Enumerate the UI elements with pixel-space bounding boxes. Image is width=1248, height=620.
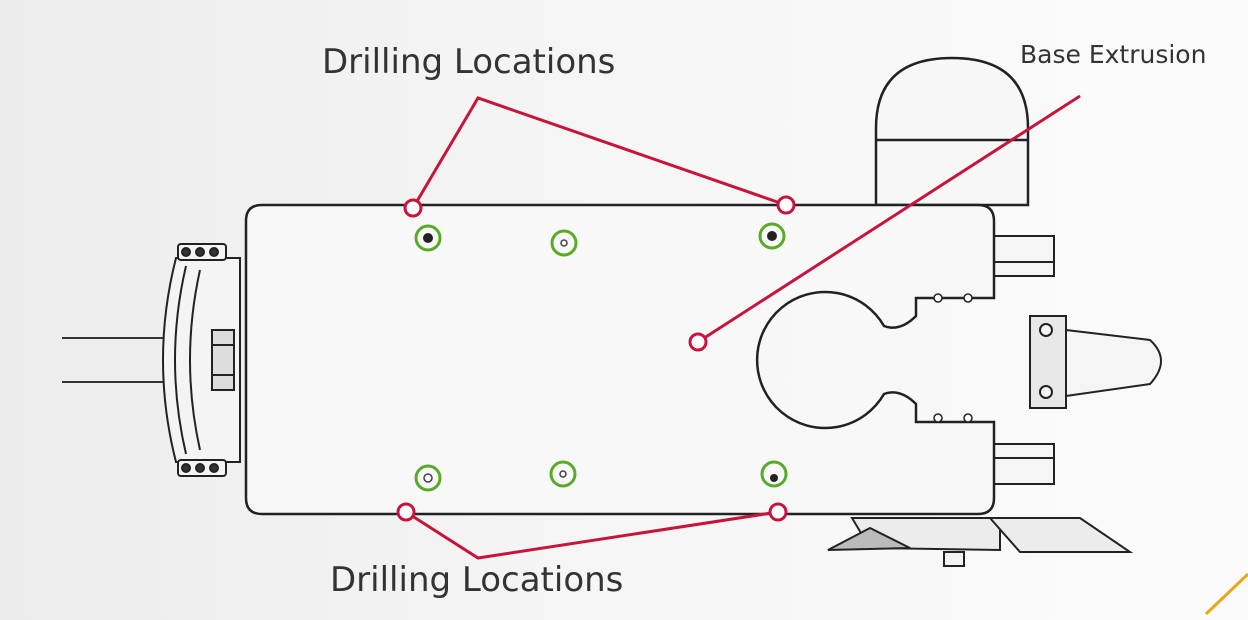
drill-hole — [414, 224, 442, 252]
drill-hole — [758, 222, 786, 250]
bottom-fins — [827, 517, 1134, 567]
drill-hole — [550, 229, 578, 257]
corner-accent — [1204, 572, 1248, 616]
callout-line-base — [697, 94, 1081, 344]
callout-circle — [403, 198, 423, 218]
right-brackets — [993, 235, 1162, 485]
drill-hole — [414, 464, 442, 492]
callout-circle — [688, 332, 708, 352]
drill-hole — [549, 460, 577, 488]
drilling-locations-label-top: Drilling Locations — [322, 42, 616, 82]
drill-hole — [760, 460, 788, 488]
front-bumper-assembly — [162, 243, 241, 477]
top-housing — [874, 56, 1030, 207]
callout-line-bottom — [405, 510, 779, 560]
cable — [62, 337, 175, 383]
base-plate — [244, 203, 996, 516]
mounting-holes-small — [933, 293, 973, 423]
callout-circle — [396, 502, 416, 522]
drill-holes — [414, 222, 788, 492]
callouts — [396, 94, 1081, 560]
drilling-locations-label-bottom: Drilling Locations — [330, 560, 624, 600]
base-extrusion-label: Base Extrusion — [1020, 40, 1207, 69]
callout-circle — [768, 502, 788, 522]
callout-circle — [776, 195, 796, 215]
callout-line-top — [411, 96, 787, 209]
